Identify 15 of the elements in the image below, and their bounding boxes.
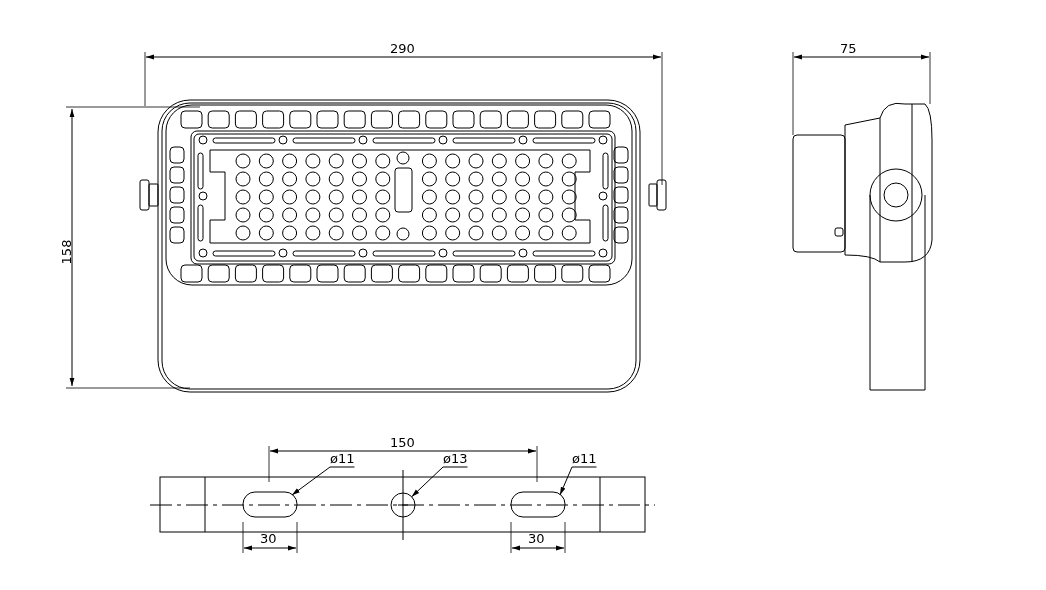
dimension-label: 75 (840, 42, 857, 56)
mounting-hole (390, 492, 416, 518)
mounting-slot (242, 491, 298, 518)
leader-line (559, 466, 597, 496)
dimension-label: 290 (390, 42, 415, 56)
dimension-label: 158 (60, 239, 75, 265)
leader-line (411, 466, 468, 498)
leader-line (291, 466, 355, 496)
diameter-label: ø13 (443, 452, 468, 466)
dimension-label: 30 (260, 532, 277, 546)
dimension-label: 30 (528, 532, 545, 546)
diameter-label: ø11 (572, 452, 597, 466)
diameter-label: ø11 (330, 452, 355, 466)
dimension-label: 150 (390, 436, 415, 450)
mounting-slot (510, 491, 566, 518)
